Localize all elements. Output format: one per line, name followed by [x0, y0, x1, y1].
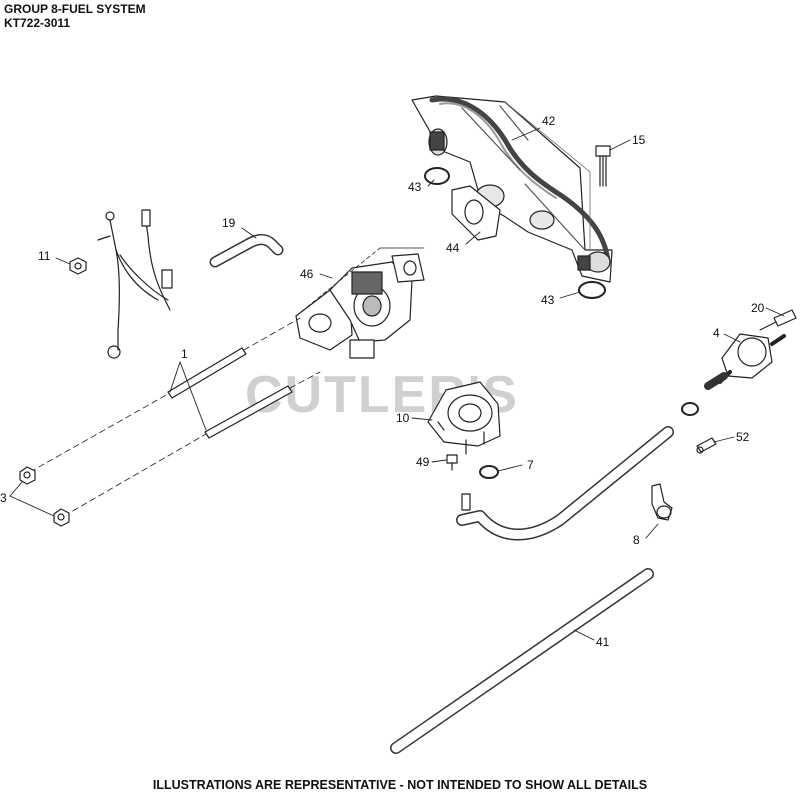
callout-8: 8: [633, 533, 640, 547]
callout-42: 42: [542, 114, 556, 128]
fuel-hose-loop: [457, 427, 673, 539]
callout-41: 41: [596, 635, 610, 649]
leader-4: [723, 333, 741, 343]
fuel-pump: [427, 381, 501, 455]
leader-3b: [9, 495, 55, 517]
carburetor: [295, 247, 425, 359]
callout-46: 46: [300, 267, 314, 281]
hose-clip: [651, 483, 673, 521]
callout-20: 20: [751, 301, 765, 315]
footer-disclaimer: ILLUSTRATIONS ARE REPRESENTATIVE - NOT I…: [152, 778, 648, 792]
stud-1-extension: [243, 317, 301, 351]
callout-7: 7: [527, 458, 534, 472]
callout-11: 11: [38, 249, 51, 263]
manifold-gasket: [451, 185, 501, 241]
leader-20: [765, 307, 785, 317]
nut-upper: [19, 466, 36, 485]
leader-52: [713, 436, 735, 443]
fuel-hose-long: [391, 569, 653, 753]
leader-11: [55, 257, 71, 265]
callout-49: 49: [416, 455, 430, 469]
callout-44: 44: [446, 241, 460, 255]
callout-4: 4: [713, 326, 720, 340]
ground-nut: [69, 257, 87, 275]
stud-2-centerline: [63, 433, 207, 517]
leader-8: [645, 523, 659, 539]
mounting-screw-15: [595, 145, 611, 187]
callout-10: 10: [396, 411, 410, 425]
wiring-harness: [97, 209, 173, 359]
stud-2-extension: [289, 371, 321, 389]
leader-49: [431, 459, 447, 463]
callout-3: 3: [0, 491, 7, 505]
fuel-hose-short: [211, 235, 282, 266]
stud-1-centerline: [29, 393, 169, 473]
diagram-group-title: GROUP 8-FUEL SYSTEM: [4, 2, 146, 16]
fitting: [696, 437, 717, 454]
nut-lower: [53, 508, 70, 527]
callout-43-upper: 43: [408, 180, 422, 194]
leader-19: [241, 227, 257, 239]
leader-15: [609, 139, 631, 151]
leader-43b: [559, 291, 581, 299]
o-ring-upper: [424, 167, 450, 185]
callout-19: 19: [222, 216, 236, 230]
pump-outlet-fitting: [461, 493, 471, 511]
pump-screw: [446, 454, 458, 471]
hose-clamp: [479, 465, 499, 479]
leader-44: [465, 231, 481, 245]
intake-manifold: [411, 95, 613, 283]
leader-42: [511, 127, 541, 141]
leader-46: [319, 273, 333, 279]
fuel-line-end: [759, 309, 797, 331]
leader-7: [497, 464, 523, 472]
stud-2: [204, 385, 293, 439]
hose-clamp-2: [681, 402, 699, 416]
stud-1: [167, 347, 247, 399]
o-ring-lower: [578, 281, 606, 299]
callout-1: 1: [181, 347, 188, 361]
leader-43a: [427, 179, 435, 187]
leader-3a: [9, 481, 23, 497]
filter-hose-stub: [704, 372, 728, 390]
leader-1a: [169, 361, 181, 393]
leader-10: [411, 417, 433, 421]
leader-41: [573, 629, 595, 641]
fuel-filter: [718, 333, 786, 384]
diagram-model-number: KT722-3011: [4, 16, 71, 30]
callout-52: 52: [736, 430, 750, 444]
callout-43-lower: 43: [541, 293, 555, 307]
callout-15: 15: [632, 133, 646, 147]
leader-1b: [179, 361, 207, 431]
